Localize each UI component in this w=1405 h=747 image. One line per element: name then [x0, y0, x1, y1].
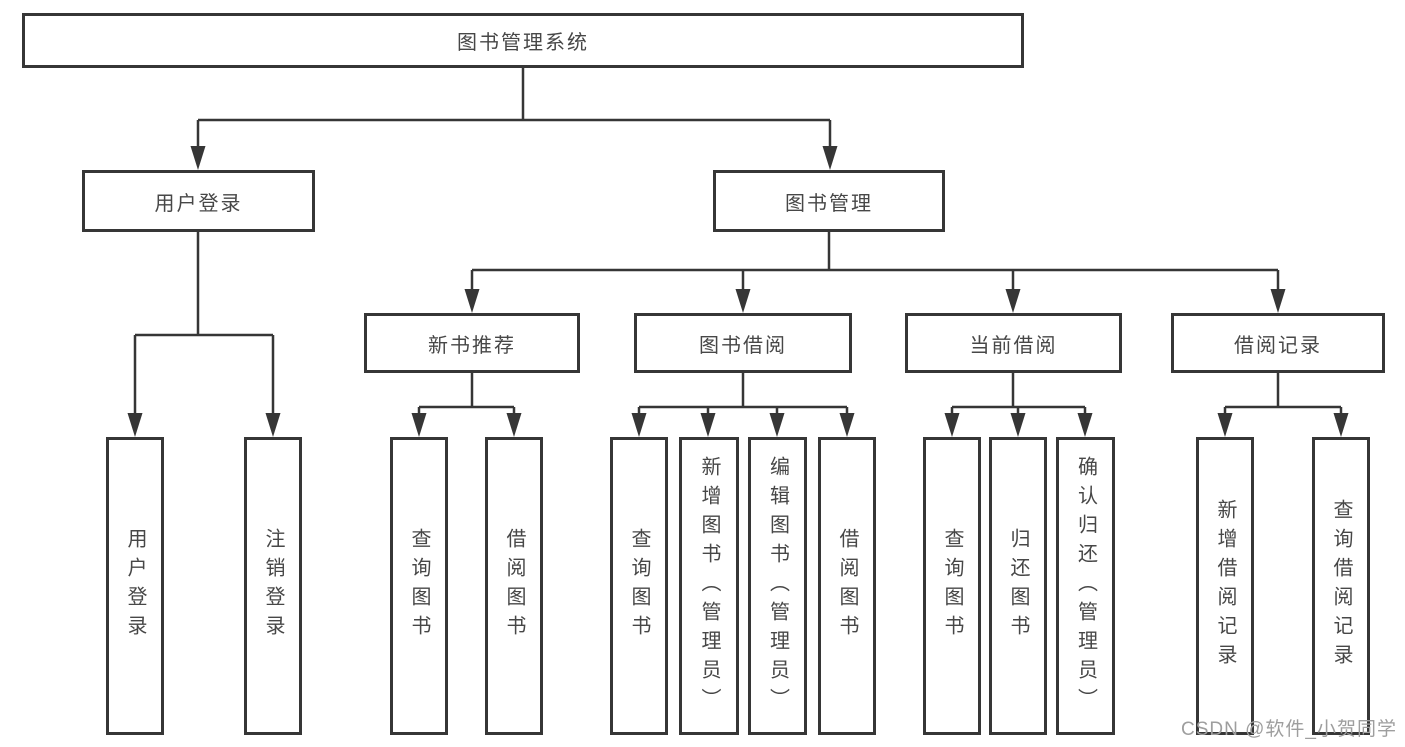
leaf-query-borrow-record-label: 查询借阅记录 — [1330, 499, 1352, 673]
node-current-borrowing-label: 当前借阅 — [969, 334, 1058, 357]
node-new-book-recommend: 新书推荐 — [364, 313, 580, 373]
leaf-add-books-admin-label: 新增图书（管理员） — [698, 455, 720, 717]
leaf-logout-label: 注销登录 — [262, 528, 284, 644]
leaf-add-borrow-record: 新增借阅记录 — [1196, 437, 1254, 735]
node-book-borrowing-label: 图书借阅 — [699, 334, 787, 357]
leaf-query-books-current: 查询图书 — [923, 437, 981, 735]
node-borrowing-records: 借阅记录 — [1171, 313, 1385, 373]
node-user-login: 用户登录 — [82, 170, 315, 232]
leaf-query-borrow-record: 查询借阅记录 — [1312, 437, 1370, 735]
node-new-book-recommend-label: 新书推荐 — [428, 334, 516, 357]
leaf-logout: 注销登录 — [244, 437, 302, 735]
leaf-borrow-books-recommend: 借阅图书 — [485, 437, 543, 735]
leaf-query-books-borrowing: 查询图书 — [610, 437, 668, 735]
leaf-return-books-label: 归还图书 — [1007, 528, 1029, 644]
node-root: 图书管理系统 — [22, 13, 1024, 68]
leaf-borrow-books-recommend-label: 借阅图书 — [503, 528, 525, 644]
node-book-management-label: 图书管理 — [785, 192, 873, 215]
leaf-return-books: 归还图书 — [989, 437, 1047, 735]
node-book-borrowing: 图书借阅 — [634, 313, 852, 373]
leaf-user-login-label: 用户登录 — [124, 528, 146, 644]
csdn-watermark: CSDN @软件_小贺同学 — [1181, 719, 1397, 740]
leaf-add-borrow-record-label: 新增借阅记录 — [1214, 499, 1236, 673]
leaf-confirm-return-admin-label: 确认归还（管理员） — [1074, 455, 1097, 717]
leaf-add-books-admin: 新增图书（管理员） — [679, 437, 739, 735]
node-user-login-label: 用户登录 — [154, 192, 243, 215]
node-borrowing-records-label: 借阅记录 — [1234, 334, 1322, 357]
leaf-confirm-return-admin: 确认归还（管理员） — [1056, 437, 1115, 735]
leaf-borrow-books-label: 借阅图书 — [836, 528, 858, 644]
arrowhead-icons — [127, 146, 1349, 437]
leaf-edit-books-admin: 编辑图书（管理员） — [748, 437, 807, 735]
leaf-query-books-borrowing-label: 查询图书 — [628, 528, 650, 644]
leaf-edit-books-admin-label: 编辑图书（管理员） — [766, 455, 789, 717]
leaf-borrow-books: 借阅图书 — [818, 437, 876, 735]
node-root-label: 图书管理系统 — [457, 32, 589, 54]
leaf-user-login: 用户登录 — [106, 437, 164, 735]
leaf-query-books-recommend-label: 查询图书 — [408, 528, 430, 644]
leaf-query-books-current-label: 查询图书 — [941, 528, 963, 644]
node-book-management: 图书管理 — [713, 170, 945, 232]
node-current-borrowing: 当前借阅 — [905, 313, 1122, 373]
leaf-query-books-recommend: 查询图书 — [390, 437, 448, 735]
